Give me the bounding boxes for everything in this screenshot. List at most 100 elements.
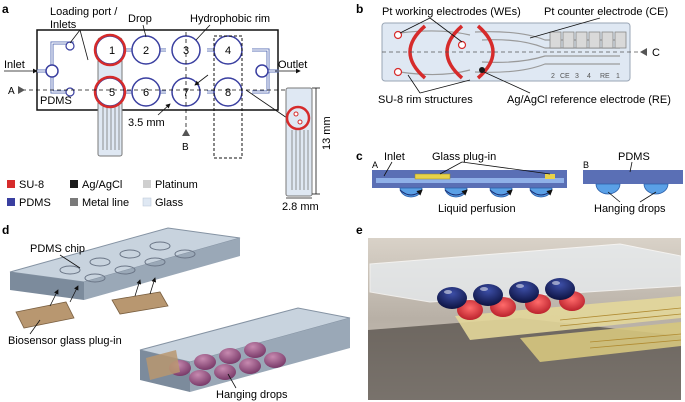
drop-number: 4 — [225, 45, 231, 57]
section-a-label: A — [372, 160, 378, 170]
loading-port-label: Loading port / — [50, 6, 118, 18]
working-electrode — [393, 30, 403, 40]
section-marker-a — [18, 86, 25, 94]
drop-number: 2 — [143, 45, 149, 57]
pad-labels: 2 CE 3 4 RE 1 — [551, 73, 620, 80]
leader-lines-c2 — [607, 161, 657, 203]
legend-swatch-pdms — [7, 198, 15, 206]
drop-number: 6 — [143, 87, 149, 99]
drop-number: 3 — [183, 45, 189, 57]
standalone-electrode — [293, 111, 299, 117]
legend-label: SU-8 — [19, 179, 44, 191]
pdms-label: PDMS — [40, 95, 72, 107]
section-label-a: A — [8, 86, 15, 97]
hydrophobic-rim-label: Hydrophobic rim — [190, 13, 270, 25]
panel-letter-a: a — [2, 2, 9, 16]
legend-swatch-glass — [142, 197, 152, 207]
panel-e: e — [356, 223, 682, 400]
hanging-drops-label-d: Hanging drops — [216, 389, 288, 401]
drop-array — [93, 33, 243, 109]
su8-rim-1 — [93, 33, 127, 67]
photo-drop-highlights — [444, 281, 560, 294]
assembly-arrows — [49, 277, 157, 307]
hanging-drops-label-c: Hanging drops — [594, 203, 666, 215]
legend-label: Platinum — [155, 179, 198, 191]
leader-lines-a — [4, 24, 301, 121]
standalone-electrode — [297, 119, 303, 125]
pad-label: 2 — [551, 73, 555, 80]
pdms-chip-front — [10, 272, 84, 300]
working-electrode — [393, 67, 403, 77]
drop-number: 1 — [109, 45, 115, 57]
drop-label: Drop — [128, 13, 152, 25]
metal-lines — [102, 105, 120, 150]
inlet-port — [45, 64, 59, 78]
hanging-drops-section-b — [595, 183, 669, 195]
leader-lines-b — [399, 17, 601, 94]
plugin-label: Biosensor glass plug-in — [8, 335, 122, 347]
standalone-su8-rim — [285, 105, 311, 131]
outlet-port — [255, 64, 269, 78]
reference-electrode — [479, 67, 485, 73]
we-label: Pt working electrodes (WEs) — [382, 6, 521, 18]
inlet-label: Inlet — [4, 59, 25, 71]
photo-plugin-strip-2 — [520, 322, 681, 362]
panel-letter-e: e — [356, 223, 363, 237]
drop-8 — [213, 77, 243, 107]
drop-6 — [131, 77, 161, 107]
standalone-metal-lines — [291, 130, 309, 190]
su8-rim-5 — [93, 75, 127, 109]
hanging-drops-section-a — [399, 187, 553, 198]
pdms-chip-side — [84, 238, 240, 300]
glass-plugin-label: Glass plug-in — [432, 151, 496, 163]
chip-channels-d — [59, 241, 196, 283]
working-electrode — [457, 40, 467, 50]
legend-swatch-su8 — [7, 180, 15, 188]
inlets-label: Inlets — [50, 19, 77, 31]
panel-c: c A Inlet Glass plug-in Liquid perfusion — [356, 149, 683, 215]
rim-label: SU-8 rim structures — [378, 94, 473, 106]
biosensor-plugin-2 — [111, 291, 169, 315]
pad-label: CE — [560, 73, 570, 80]
assembled-plugin — [146, 350, 180, 380]
legend-swatch-platinum — [143, 180, 151, 188]
legend-label: Metal line — [82, 197, 129, 209]
legend-swatch-agcl — [70, 180, 78, 188]
section-b-label: B — [583, 160, 589, 170]
perfusion-channel — [376, 178, 564, 183]
photo-metal-lines — [559, 307, 682, 349]
pitch-label: 3.5 mm — [128, 117, 165, 129]
leader-lines-d — [29, 254, 237, 389]
height-label: 13 mm — [321, 116, 333, 150]
drop-number: 8 — [225, 87, 231, 99]
material-legend: SU-8 Ag/AgCl Platinum PDMS Metal line Gl… — [7, 179, 198, 209]
panel-d: d — [2, 223, 351, 401]
inlet-label-c: Inlet — [384, 151, 405, 163]
pad-label: 4 — [587, 73, 591, 80]
re-label: Ag/AgCl reference electrode (RE) — [507, 94, 671, 106]
drop-number: 7 — [183, 87, 189, 99]
legend-swatch-metal-line — [70, 198, 78, 206]
panel-letter-d: d — [2, 223, 9, 237]
leader-lines-c — [383, 161, 551, 177]
legend-label: PDMS — [19, 197, 51, 209]
width-label: 2.8 mm — [282, 201, 319, 213]
section-marker-c — [640, 48, 647, 56]
pdms-section-b — [583, 170, 683, 184]
pad-label: RE — [600, 73, 610, 80]
drop-number: 5 — [109, 87, 115, 99]
panel-b: b 2 CE 3 4 RE 1 — [356, 2, 671, 106]
glass-plugin-standalone — [285, 87, 313, 197]
panel-letter-c: c — [356, 149, 363, 163]
pad-label: 3 — [575, 73, 579, 80]
ce-label: Pt counter electrode (CE) — [544, 6, 668, 18]
photo-plugin-strip-1 — [455, 296, 681, 340]
pad-label: 1 — [616, 73, 620, 80]
section-label-c: C — [652, 47, 660, 59]
glass-plugin-section — [414, 173, 451, 180]
pdms-chip-label: PDMS chip — [30, 243, 85, 255]
panel-a: a — [2, 2, 333, 213]
perfusion-label: Liquid perfusion — [438, 203, 516, 215]
contact-pads — [549, 31, 627, 49]
